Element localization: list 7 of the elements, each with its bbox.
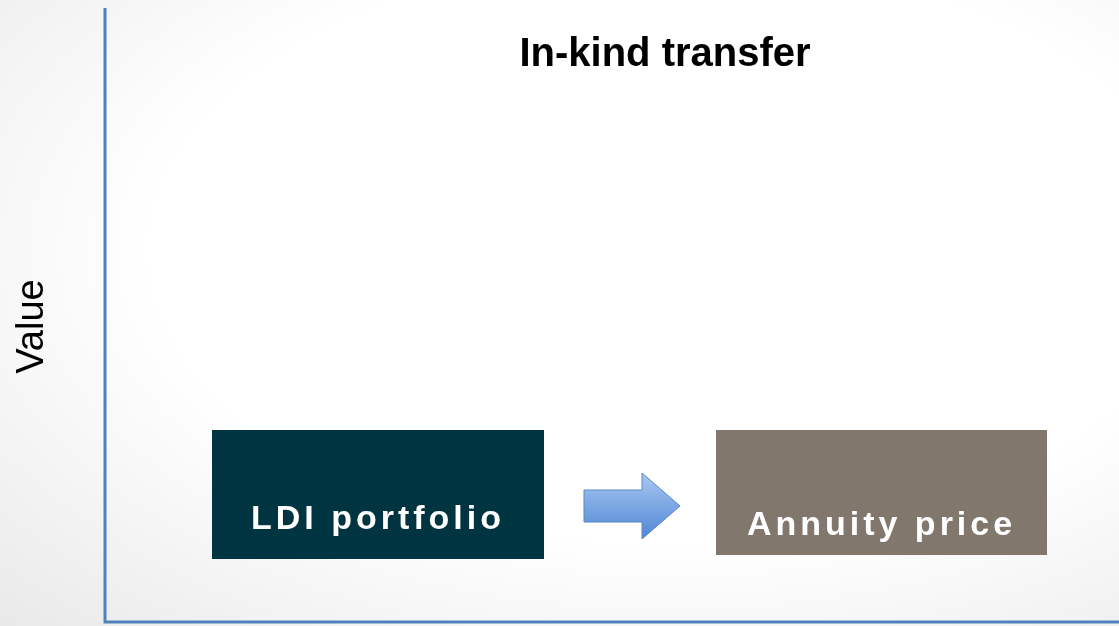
process-box: [716, 430, 1047, 555]
box-label: Annuity price: [746, 504, 1017, 543]
block-arrow: [583, 472, 681, 540]
title: In-kind transfer: [518, 30, 812, 75]
process-box: [212, 430, 544, 559]
box-label: LDI portfolio: [250, 498, 506, 537]
axis-label: Value: [8, 278, 52, 376]
